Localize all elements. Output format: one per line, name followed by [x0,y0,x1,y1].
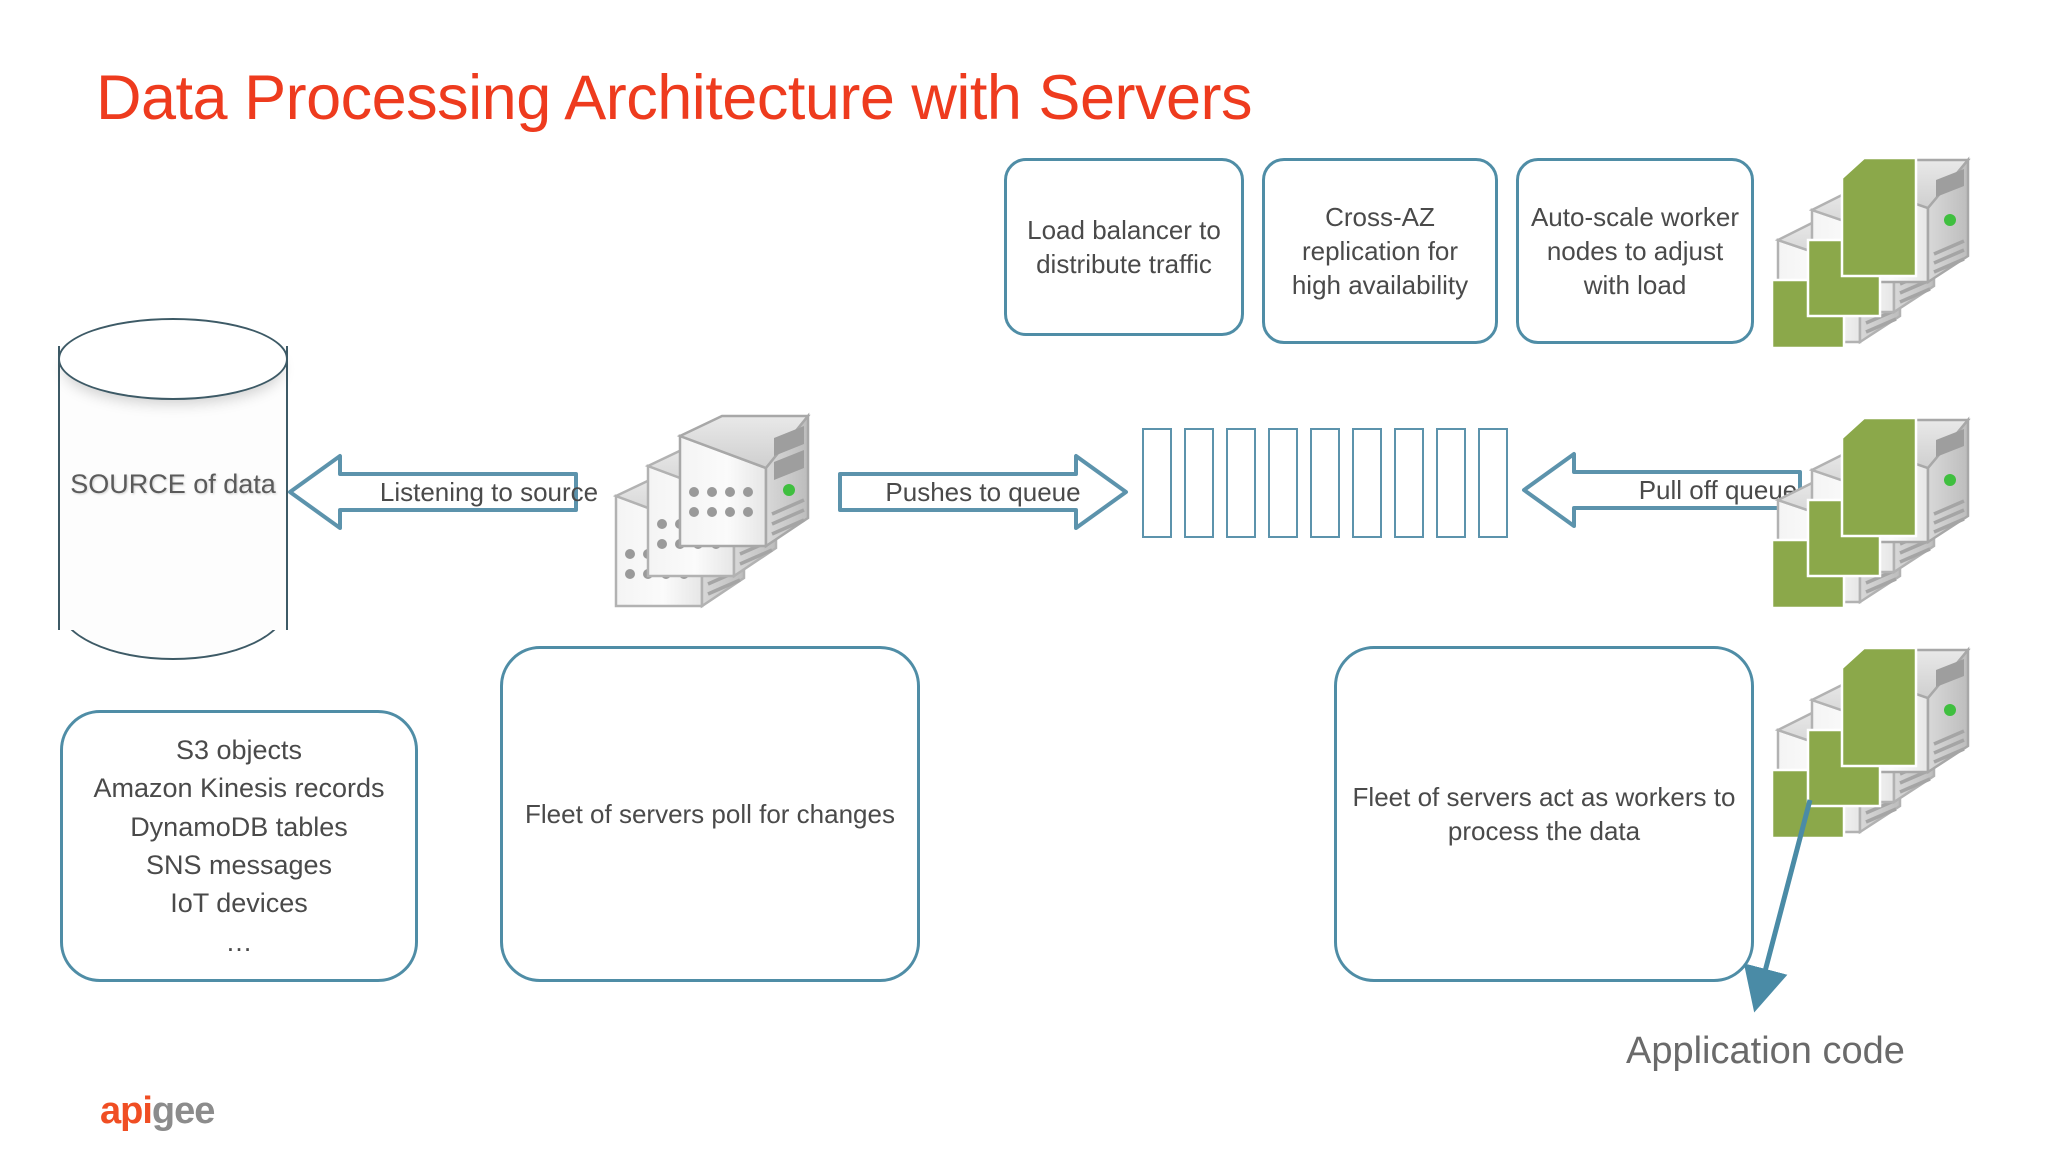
logo-text-gee: gee [151,1090,215,1132]
queue-slot [1310,428,1340,538]
logo-text-api: api [100,1090,153,1132]
queue-slot [1184,428,1214,538]
queue-slot [1142,428,1172,538]
queue-slot [1352,428,1382,538]
list-item: S3 objects [175,735,303,766]
callout-workers-text: Fleet of servers act as workers to proce… [1352,781,1736,846]
callout-auto-scale-text: Auto-scale worker nodes to adjust with l… [1530,201,1740,301]
list-item: Amazon Kinesis records [93,773,385,804]
source-examples-box: S3 objects Amazon Kinesis records Dynamo… [60,710,418,982]
callout-auto-scale: Auto-scale worker nodes to adjust with l… [1516,158,1754,344]
application-code-sheet-icon [1840,416,1918,538]
arrow-listening-to-source-shape [288,454,578,530]
server-power-led-icon [783,484,795,496]
callout-workers: Fleet of servers act as workers to proce… [1334,646,1754,982]
server-stack-workers-middle [1768,388,2018,610]
application-code-connector-arrow [1743,799,1813,1013]
application-code-label: Application code [1626,1030,1905,1072]
server-stack-workers-top [1768,128,2018,350]
callout-poll-changes-text: Fleet of servers poll for changes [525,798,895,829]
data-source-label: SOURCE of data [70,469,276,499]
callout-poll-changes: Fleet of servers poll for changes [500,646,920,982]
arrow-pushes-to-queue-shape [838,454,1128,530]
list-item: DynamoDB tables [130,811,348,842]
server-power-led-icon [1944,214,1956,226]
queue-slot [1226,428,1256,538]
application-code-sheet-icon [1840,156,1918,278]
queue-slot [1436,428,1466,538]
list-item: SNS messages [145,850,333,880]
server-stack-workers-bottom [1768,618,2018,840]
queue-slot [1268,428,1298,538]
server-stack-pollers [598,378,818,609]
queue-slot [1478,428,1508,538]
apigee-logo: apigee [100,1090,215,1133]
callout-cross-az: Cross-AZ replication for high availabili… [1262,158,1498,344]
arrow-listening-to-source: Listening to source [288,452,598,532]
source-examples-list: S3 objects Amazon Kinesis records Dynamo… [73,731,405,961]
server-tower-front [676,412,811,549]
list-item: … [225,926,253,957]
message-queue [1142,428,1508,538]
application-code-connector [1740,790,1940,1030]
data-source-cylinder: SOURCE of data [58,318,288,660]
arrow-pushes-to-queue: Pushes to queue [838,452,1128,532]
application-code-sheet-icon [1840,646,1918,768]
cylinder-top-ellipse [58,318,288,400]
server-power-led-icon [1944,474,1956,486]
server-power-led-icon [1944,704,1956,716]
queue-slot [1394,428,1424,538]
list-item: IoT devices [170,888,308,919]
callout-load-balancer-text: Load balancer to distribute traffic [1027,214,1221,279]
callout-cross-az-text: Cross-AZ replication for high availabili… [1291,201,1469,301]
callout-load-balancer: Load balancer to distribute traffic [1004,158,1244,336]
page-title: Data Processing Architecture with Server… [96,63,1252,133]
arrow-pull-off-queue-shape [1522,452,1802,528]
arrow-pull-off-queue: Pull off queue [1522,450,1802,530]
